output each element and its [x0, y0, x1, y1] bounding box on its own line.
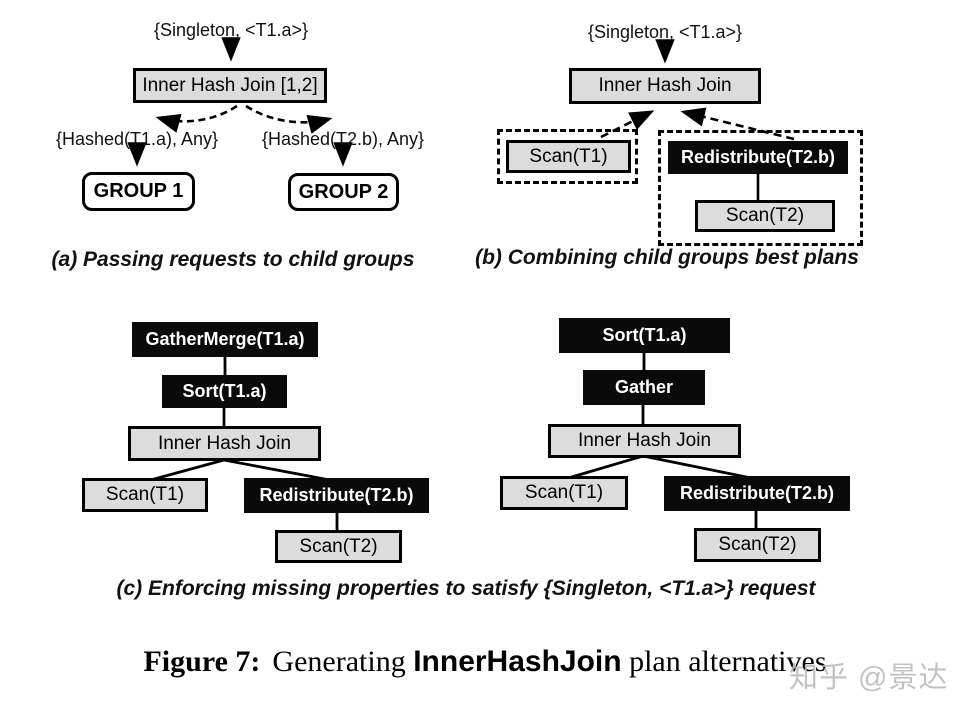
panel-b-group2-dashed-box — [658, 130, 863, 246]
panel-b-group1-dashed-box — [497, 129, 638, 184]
panel-a-join-node: Inner Hash Join [1,2] — [133, 68, 327, 103]
panel-a-group2-node: GROUP 2 — [288, 173, 399, 211]
figure-caption-text-after: plan alternatives — [629, 645, 827, 678]
panel-c-left-scan-t1-node: Scan(T1) — [82, 478, 208, 512]
panel-c-left-sort-node: Sort(T1.a) — [162, 375, 287, 408]
figure-caption-label: Figure 7: — [143, 645, 261, 678]
panel-a-caption: (a) Passing requests to child groups — [51, 248, 415, 271]
panel-c-left-scan-t2-node: Scan(T2) — [275, 530, 402, 563]
panel-c-right-redistribute-node: Redistribute(T2.b) — [664, 476, 850, 511]
panel-a-right-request-label: {Hashed(T2.b), Any} — [261, 129, 425, 149]
edge-a-join-to-right-request — [245, 104, 333, 134]
panel-c-left-gathermerge-node: GatherMerge(T1.a) — [132, 322, 318, 357]
figure-caption: Figure 7: Generating InnerHashJoin plan a… — [0, 645, 970, 679]
panel-a-request-label: {Singleton, <T1.a>} — [153, 20, 309, 40]
figure-caption-text-before: Generating — [272, 645, 406, 678]
panel-b-redistribute-node: Redistribute(T2.b) — [668, 141, 848, 174]
zhihu-watermark: 知乎 @景达 — [789, 662, 949, 694]
panel-a-left-request-label: {Hashed(T1.a), Any} — [55, 129, 219, 149]
figure-caption-operator: InnerHashJoin — [413, 645, 622, 678]
panel-c-caption: (c) Enforcing missing properties to sati… — [116, 577, 816, 600]
panel-c-right-scan-t1-node: Scan(T1) — [500, 476, 628, 510]
panel-c-left-redistribute-node: Redistribute(T2.b) — [244, 478, 429, 513]
panel-c-right-scan-t2-node: Scan(T2) — [694, 528, 821, 562]
panel-b-scan-t2-node: Scan(T2) — [695, 200, 835, 232]
panel-a-group1-node: GROUP 1 — [82, 172, 195, 211]
panel-b-caption: (b) Combining child groups best plans — [475, 246, 859, 269]
panel-c-left-join-node: Inner Hash Join — [128, 426, 321, 461]
panel-c-right-join-node: Inner Hash Join — [548, 424, 741, 458]
panel-b-join-node: Inner Hash Join — [569, 68, 761, 104]
panel-c-right-gather-node: Gather — [583, 370, 705, 405]
panel-b-request-label: {Singleton, <T1.a>} — [587, 22, 743, 42]
panel-c-right-sort-node: Sort(T1.a) — [559, 318, 730, 353]
edge-a-join-to-left-request — [155, 104, 238, 133]
panel-b-scan-t1-node: Scan(T1) — [506, 140, 631, 173]
